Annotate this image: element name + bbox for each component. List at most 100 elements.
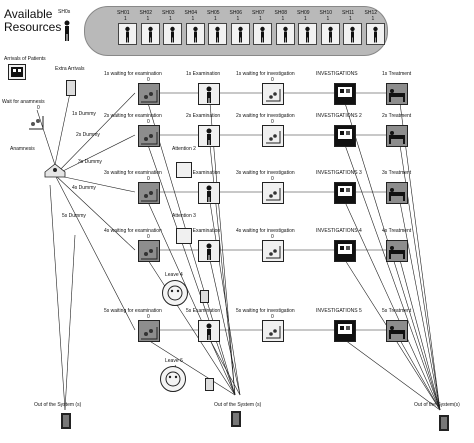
extra-arrivals-icon[interactable]	[66, 80, 76, 96]
resource-person-icon[interactable]	[275, 23, 295, 45]
resource-name: SH10	[319, 10, 333, 16]
investigation-monitor-icon[interactable]	[334, 240, 356, 262]
resource-value: 1	[349, 16, 352, 22]
wait-inv-label: 2s waiting for investigation	[236, 113, 295, 119]
investigation-monitor-icon[interactable]	[334, 182, 356, 204]
wait-exam-count: 0	[147, 314, 150, 320]
exam-label: 5s Examination	[186, 308, 221, 314]
treatment-label: 1s Treatment	[382, 71, 412, 77]
investigation-monitor-icon[interactable]	[334, 125, 356, 147]
exit-label-2: Out of the System (s)	[214, 402, 262, 408]
dummy-label-4: 4s Dummy	[72, 185, 96, 191]
exam-label: 3s Examination	[186, 170, 221, 176]
wait-inv-queue-icon[interactable]	[262, 320, 284, 342]
anamnesis-station-icon[interactable]	[44, 162, 66, 178]
wait-inv-count: 0	[271, 77, 274, 83]
wait-inv-queue-icon[interactable]	[262, 83, 284, 105]
queue-icon[interactable]	[28, 112, 44, 130]
wait-inv-count: 0	[271, 234, 274, 240]
wait-exam-count: 0	[147, 119, 150, 125]
resource-person-icon[interactable]	[230, 23, 250, 45]
leave-counter-icon	[205, 378, 214, 391]
wait-inv-queue-icon[interactable]	[262, 125, 284, 147]
exit-label-3: Out of the System(s)	[414, 402, 460, 408]
wait-inv-count: 0	[271, 314, 274, 320]
treatment-bed-icon[interactable]	[386, 125, 408, 147]
leave-icon[interactable]	[160, 366, 186, 392]
resource-value: 1	[236, 16, 240, 22]
exit-door-icon[interactable]	[60, 412, 72, 430]
resource-person-icon[interactable]	[320, 23, 340, 45]
investigation-label: INVESTIGATIONS 5	[316, 308, 362, 314]
wait-exam-queue-icon[interactable]	[138, 83, 160, 105]
investigation-monitor-icon[interactable]	[334, 83, 356, 105]
exam-doctor-icon[interactable]	[198, 125, 220, 147]
resource-person-icon[interactable]	[163, 23, 182, 45]
attention-label-2: Attention 3	[172, 213, 196, 219]
leave-icon[interactable]	[162, 280, 188, 306]
exam-doctor-icon[interactable]	[198, 240, 220, 262]
exam-label: 4s Examination	[186, 228, 221, 234]
wait-exam-label: 1s waiting for examination	[104, 71, 162, 77]
treatment-label: 2s Treatment	[382, 113, 412, 119]
resource-value: 1	[304, 16, 307, 22]
wait-inv-queue-icon[interactable]	[262, 182, 284, 204]
wait-exam-queue-icon[interactable]	[138, 320, 160, 342]
wait-anamnesis-label: Wait for anamnesis	[2, 99, 45, 105]
wait-exam-queue-icon[interactable]	[138, 125, 160, 147]
resource-name: SH03	[162, 10, 175, 16]
treatment-bed-icon[interactable]	[386, 320, 408, 342]
treatment-bed-icon[interactable]	[386, 240, 408, 262]
wait-inv-count: 0	[271, 176, 274, 182]
resource-name: SH06	[229, 10, 243, 16]
wait-inv-label: 4s waiting for investigation	[236, 228, 295, 234]
investigation-label: INVESTIGATIONS 4	[316, 228, 362, 234]
resource-person-icon[interactable]	[185, 23, 205, 45]
resource-value: 1	[259, 16, 262, 22]
attention-hand-icon[interactable]	[176, 228, 192, 244]
wait-exam-label: 4s waiting for examination	[104, 228, 162, 234]
wait-exam-queue-icon[interactable]	[138, 182, 160, 204]
attention-hand-icon[interactable]	[176, 162, 192, 178]
arrivals-source-icon[interactable]	[8, 64, 26, 80]
wait-exam-queue-icon[interactable]	[138, 240, 160, 262]
arrivals-label: Arrivals of Patients	[4, 56, 46, 62]
exit-label-1: Out of the System (s)	[34, 402, 82, 408]
wait-inv-queue-icon[interactable]	[262, 240, 284, 262]
leave-label-1: Leave 4	[165, 272, 183, 278]
resource-name: SH12	[364, 10, 378, 16]
resource-value: 1	[326, 16, 330, 22]
resource-person-icon[interactable]	[140, 23, 160, 45]
person-icon	[62, 20, 72, 47]
resource-value: 1	[371, 16, 375, 22]
resource-person-icon[interactable]	[118, 23, 137, 45]
exit-door-icon[interactable]	[230, 410, 242, 428]
resources-title-line2: Resources	[4, 20, 62, 34]
exam-doctor-icon[interactable]	[198, 83, 220, 105]
resource-person-icon[interactable]	[298, 23, 317, 45]
wait-inv-label: 1s waiting for investigation	[236, 71, 295, 77]
resource-person-icon[interactable]	[208, 23, 227, 45]
resource-person-icon[interactable]	[253, 23, 272, 45]
resource-person-icon[interactable]	[343, 23, 362, 45]
resource-person-icon[interactable]	[365, 23, 385, 45]
treatment-bed-icon[interactable]	[386, 83, 408, 105]
investigation-monitor-icon[interactable]	[334, 320, 356, 342]
exam-doctor-icon[interactable]	[198, 182, 220, 204]
treatment-label: 4s Treatment	[382, 228, 412, 234]
investigation-label: INVESTIGATIONS 3	[316, 170, 362, 176]
resource-value: 1	[191, 16, 195, 22]
wait-anamnesis-value: 0	[37, 105, 40, 111]
exam-doctor-icon[interactable]	[198, 320, 220, 342]
resource-name: SH08	[274, 10, 288, 16]
exit-door-icon[interactable]	[438, 414, 450, 432]
resource-name: SH07	[252, 10, 265, 16]
wait-exam-label: 2s waiting for examination	[104, 113, 162, 119]
wait-exam-label: 3s waiting for examination	[104, 170, 162, 176]
treatment-bed-icon[interactable]	[386, 182, 408, 204]
resource-value: 1	[146, 16, 150, 22]
dummy-label-2: 2s Dummy	[76, 132, 100, 138]
wait-exam-count: 0	[147, 176, 150, 182]
attention-label-1: Attention 2	[172, 146, 196, 152]
